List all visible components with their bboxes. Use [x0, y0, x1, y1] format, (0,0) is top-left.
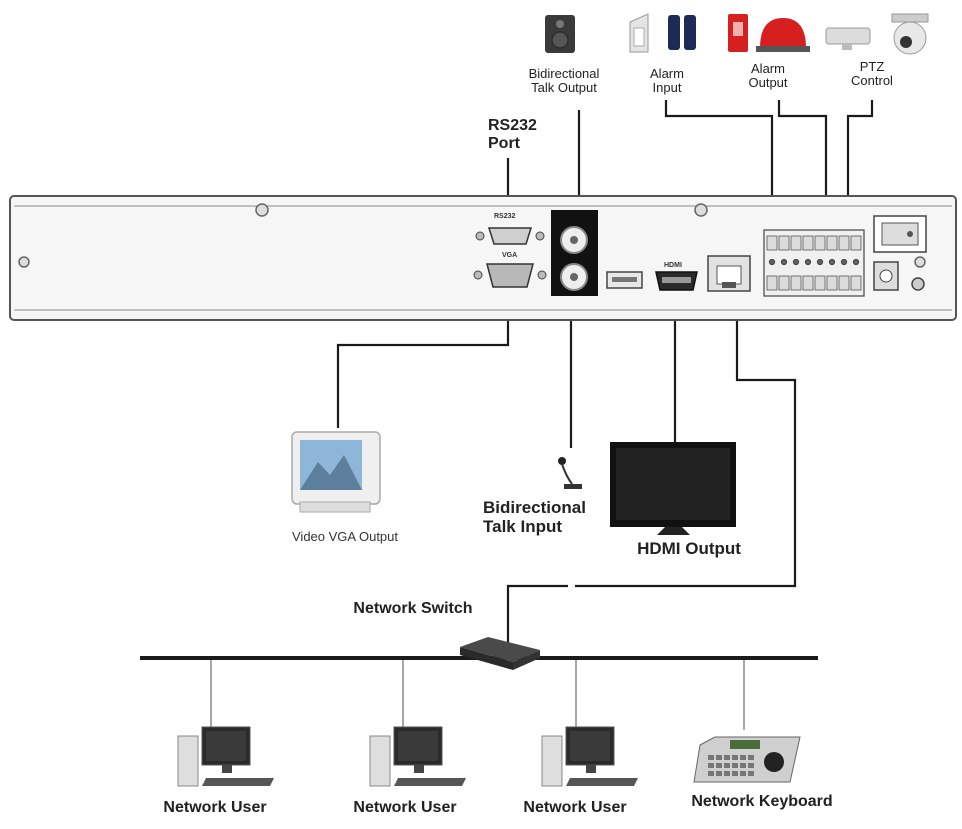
network-switch-icon: [460, 637, 540, 670]
network-user-pc-1: [177, 726, 274, 787]
network-user-label-1: Network User: [163, 799, 267, 816]
alarm-input-label: Alarm Input: [650, 66, 684, 96]
connection-lines: [140, 100, 874, 660]
network-user-label-3: Network User: [523, 799, 627, 816]
microphone-icon: [558, 457, 582, 489]
network-switch-label: Network Switch: [353, 600, 473, 617]
network-keyboard-label: Network Keyboard: [691, 793, 833, 810]
crt-monitor-icon: [291, 431, 381, 513]
network-line-a: [575, 290, 797, 588]
rs232-port-label: RS232 Port: [488, 117, 537, 152]
alarm-terminal-block: [763, 229, 865, 297]
user-drop-lines: [210, 660, 745, 730]
alarm-input-line: [664, 100, 774, 208]
ptz-dome-camera-icon: [891, 13, 929, 55]
network-user-pc-3: [541, 726, 638, 787]
alarm-output-label: Alarm Output: [748, 61, 788, 91]
panel-screws: [18, 203, 926, 268]
power-jack: [873, 261, 925, 291]
vga-output-label: Video VGA Output: [292, 529, 398, 544]
lcd-tv-icon: [610, 442, 736, 535]
panel-vga-text: VGA: [502, 252, 518, 259]
rs232-port: [475, 227, 545, 245]
network-line-b: [506, 584, 568, 643]
ptz-control-label: PTZ Control: [851, 59, 893, 89]
talk-output-label: Bidirectional Talk Output: [528, 66, 600, 96]
hdmi-output-label: HDMI Output: [637, 539, 741, 558]
audio-ports: [551, 210, 598, 296]
strobe-alarm-icon: [728, 14, 748, 52]
bullet-camera-icon: [825, 27, 871, 50]
usb-port: [606, 271, 643, 289]
panel-rs232-text: RS232: [494, 213, 516, 220]
pir-detector-icon: [668, 15, 696, 50]
door-sensor-icon: [629, 13, 649, 53]
ptz-line: [846, 100, 874, 208]
vga-port: [473, 263, 547, 288]
network-keyboard-icon: [693, 736, 801, 783]
nvr-rear-panel: [9, 195, 957, 321]
ethernet-port: [707, 255, 751, 292]
power-switch: [873, 215, 927, 253]
hdmi-port: [655, 271, 698, 291]
network-user-pc-2: [369, 726, 466, 787]
speaker-icon: [545, 15, 575, 53]
siren-icon: [756, 18, 810, 52]
panel-hdmi-text: HDMI: [664, 262, 682, 269]
network-user-label-2: Network User: [353, 799, 457, 816]
alarm-output-line: [777, 100, 828, 208]
talk-input-label: Bidirectional Talk Input: [483, 498, 586, 536]
network-user-pcs: [177, 726, 638, 787]
